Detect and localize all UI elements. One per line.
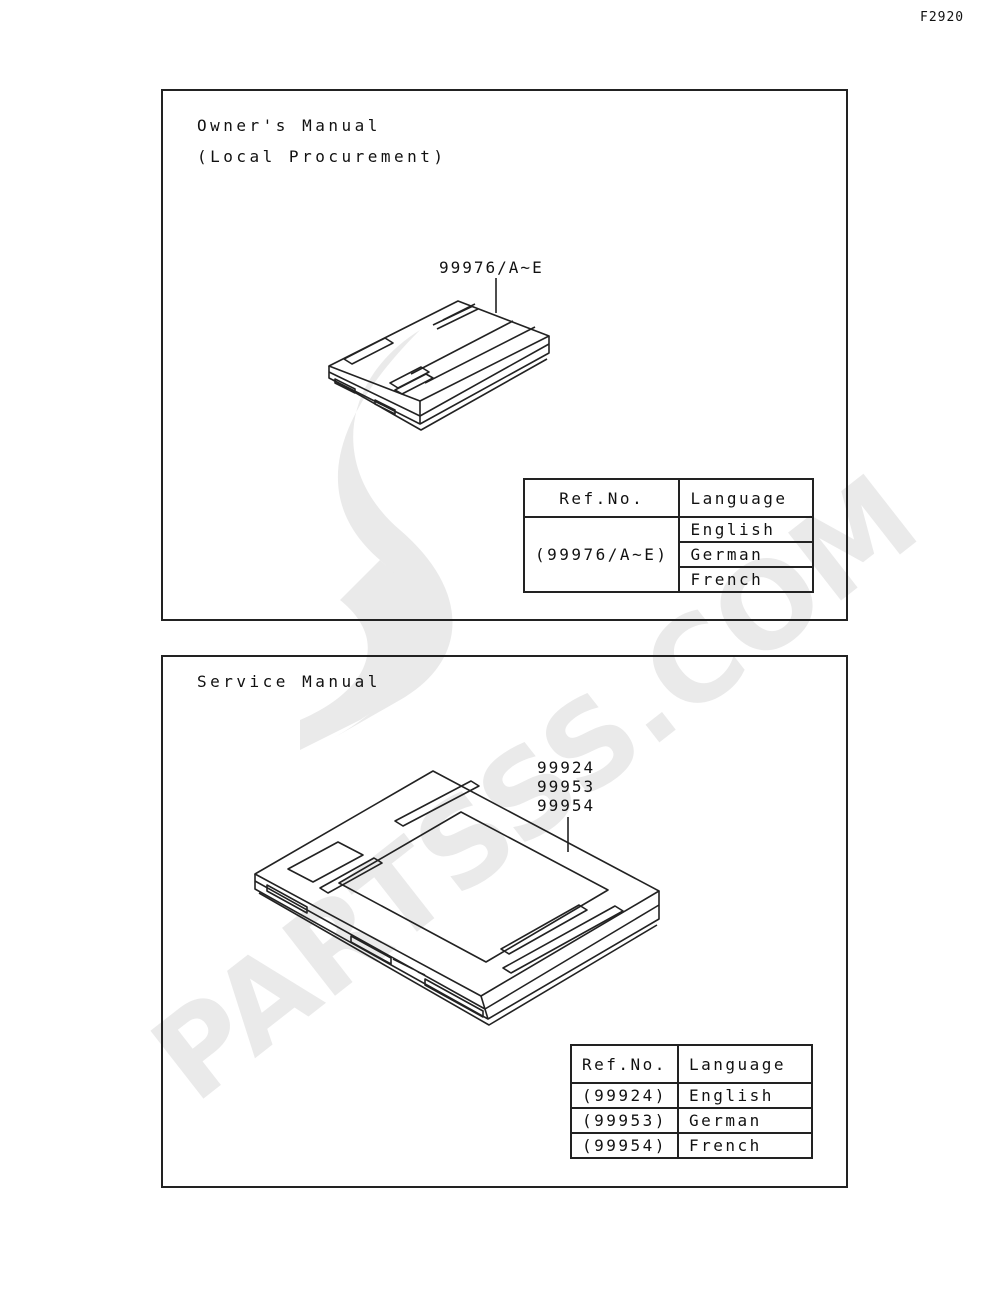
service-manual-panel: Service Manual 99924 99953 99954 bbox=[161, 655, 848, 1188]
table-cell-ref-no: (99924) bbox=[570, 1082, 679, 1109]
service-manual-illustration bbox=[254, 770, 660, 1026]
owners-manual-panel: Owner's Manual (Local Procurement) 99976… bbox=[161, 89, 848, 621]
table-cell-language: German bbox=[676, 1107, 813, 1134]
owners-manual-ref-label: 99976/A~E bbox=[439, 258, 544, 277]
service-manual-title: Service Manual bbox=[197, 672, 381, 691]
service-manual-ref-label: 99953 bbox=[537, 777, 596, 796]
service-manual-ref-table: Ref.No. Language (99924) English (99953)… bbox=[570, 1044, 813, 1159]
table-cell-language: French bbox=[676, 1132, 813, 1159]
service-manual-ref-label: 99954 bbox=[537, 796, 596, 815]
service-manual-ref-label: 99924 bbox=[537, 758, 596, 777]
table-cell-ref-no: (99953) bbox=[570, 1107, 679, 1134]
table-row: (99953) German bbox=[570, 1107, 813, 1134]
table-header-ref-no: Ref.No. bbox=[570, 1044, 679, 1084]
table-cell-language: English bbox=[676, 1082, 813, 1109]
table-cell-language: French bbox=[678, 566, 815, 593]
table-header-ref-no: Ref.No. bbox=[522, 478, 681, 518]
owners-manual-title: Owner's Manual bbox=[197, 116, 381, 135]
table-row: (99924) English bbox=[570, 1082, 813, 1109]
table-cell-ref-no: (99976/A~E) bbox=[522, 516, 681, 593]
owners-manual-ref-table: Ref.No. Language (99976/A~E) English Ger… bbox=[522, 478, 815, 593]
table-cell-language: English bbox=[678, 516, 815, 543]
owners-manual-illustration bbox=[328, 278, 550, 431]
table-header-language: Language bbox=[678, 478, 815, 518]
owners-manual-subtitle: (Local Procurement) bbox=[197, 147, 447, 166]
table-header-language: Language bbox=[676, 1044, 813, 1084]
table-cell-language: German bbox=[678, 541, 815, 568]
table-row: (99954) French bbox=[570, 1132, 813, 1159]
figure-code: F2920 bbox=[920, 10, 965, 25]
table-cell-ref-no: (99954) bbox=[570, 1132, 679, 1159]
